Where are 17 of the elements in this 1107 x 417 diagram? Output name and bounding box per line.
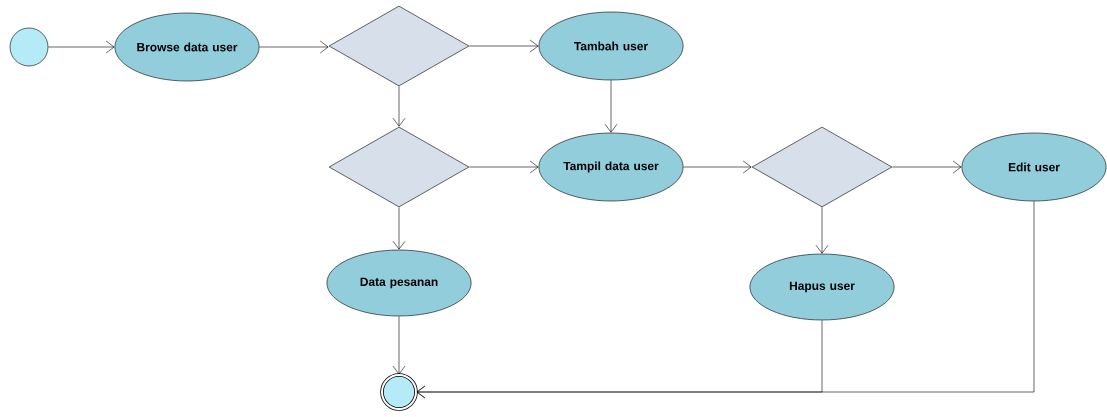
arrow (392, 316, 406, 375)
decision-diamond (751, 126, 893, 208)
arrow (416, 201, 1035, 399)
arrow (259, 40, 329, 54)
arrow (469, 39, 539, 53)
arrow (683, 160, 752, 174)
decision-diamond (328, 5, 470, 87)
arrow (469, 160, 539, 174)
start-circle (9, 27, 49, 67)
arrow (392, 86, 406, 127)
decision-diamond (328, 126, 470, 208)
arrow (604, 80, 618, 133)
end-circle (380, 373, 418, 411)
arrow (892, 160, 962, 174)
arrow (815, 207, 829, 254)
arrow (392, 207, 406, 250)
arrow (48, 40, 115, 54)
